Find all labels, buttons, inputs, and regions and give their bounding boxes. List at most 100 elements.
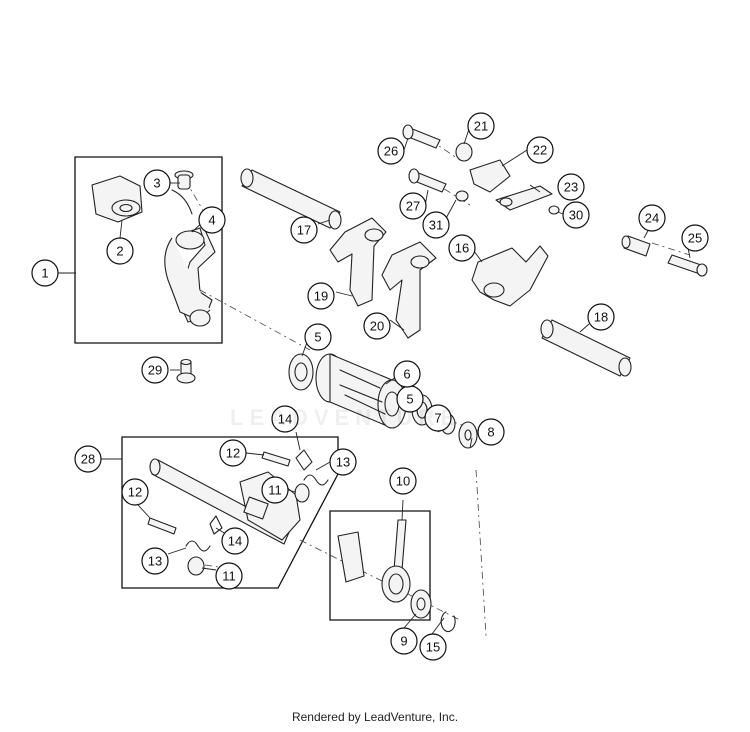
shift-lever-drawing (91, 175, 216, 327)
callout-27[interactable]: 27 (399, 192, 427, 220)
pin-12b-drawing (147, 517, 177, 535)
group-frame-shift-lever (74, 156, 223, 344)
callout-26[interactable]: 26 (377, 137, 405, 165)
callout-3-label: 3 (153, 176, 160, 191)
group-frame-locking-lever (329, 510, 431, 621)
callout-5b-label: 5 (406, 392, 413, 407)
callout-31[interactable]: 31 (422, 211, 450, 239)
callout-30-label: 30 (569, 208, 583, 223)
callout-11a[interactable]: 11 (261, 476, 289, 504)
callout-12b-label: 12 (128, 485, 142, 500)
callout-12a[interactable]: 12 (219, 439, 247, 467)
bushing-21-drawing (455, 142, 473, 162)
callout-2[interactable]: 2 (106, 237, 134, 265)
callout-10-label: 10 (396, 474, 410, 489)
group-frame-shift-shaft (121, 436, 339, 589)
callout-1-label: 1 (41, 266, 48, 281)
callout-13b-label: 13 (148, 554, 162, 569)
callout-2-label: 2 (116, 244, 123, 259)
callout-14a[interactable]: 14 (271, 405, 299, 433)
callout-3[interactable]: 3 (143, 169, 171, 197)
callout-22[interactable]: 22 (526, 136, 554, 164)
callout-28-label: 28 (81, 452, 95, 467)
callout-10[interactable]: 10 (389, 467, 417, 495)
roller-11a-drawing (294, 483, 310, 503)
callout-23-label: 23 (564, 180, 578, 195)
callout-6[interactable]: 6 (393, 360, 421, 388)
callout-19-label: 19 (314, 289, 328, 304)
callout-13b[interactable]: 13 (141, 547, 169, 575)
callout-20-label: 20 (370, 319, 384, 334)
callout-20[interactable]: 20 (363, 312, 391, 340)
callout-18[interactable]: 18 (587, 303, 615, 331)
callout-11b[interactable]: 11 (215, 562, 243, 590)
watermark-text: LEADVENTURE (230, 405, 462, 430)
callout-5a[interactable]: 5 (304, 323, 332, 351)
callout-22-label: 22 (533, 143, 547, 158)
washer-31-drawing (455, 190, 469, 202)
bolt-29-drawing (176, 358, 196, 384)
callout-30[interactable]: 30 (562, 201, 590, 229)
callout-12b[interactable]: 12 (121, 478, 149, 506)
callout-16-label: 16 (455, 241, 469, 256)
shift-fork-16-drawing (471, 245, 549, 307)
callout-19[interactable]: 19 (307, 282, 335, 310)
callout-7-label: 7 (434, 411, 441, 426)
callout-15-label: 15 (426, 640, 440, 655)
shift-rail-17-drawing (240, 168, 342, 230)
callout-12a-label: 12 (226, 446, 240, 461)
callout-1[interactable]: 1 (31, 259, 59, 287)
pin-12a-drawing (261, 451, 291, 467)
callout-7[interactable]: 7 (424, 404, 452, 432)
callout-5a-label: 5 (314, 330, 321, 345)
clip-14a-drawing (295, 449, 313, 471)
callout-13a-label: 13 (336, 455, 350, 470)
callout-16[interactable]: 16 (448, 234, 476, 262)
sleeve-24-drawing (621, 235, 651, 257)
washer-9-hole (416, 597, 426, 611)
lever-23-drawing (495, 185, 553, 211)
callout-29[interactable]: 29 (141, 356, 169, 384)
callout-11a-label: 11 (268, 483, 282, 498)
callout-4[interactable]: 4 (198, 206, 226, 234)
callout-25[interactable]: 25 (681, 224, 709, 252)
callout-23[interactable]: 23 (557, 173, 585, 201)
callout-11b-label: 11 (222, 569, 236, 584)
shift-fork-19-drawing (329, 217, 387, 307)
callout-21-label: 21 (474, 119, 488, 134)
callout-17[interactable]: 17 (290, 216, 318, 244)
bolt-27-drawing (408, 168, 447, 193)
callout-14b[interactable]: 14 (221, 527, 249, 555)
bolt-3-drawing (171, 170, 194, 215)
callout-14b-label: 14 (228, 534, 242, 549)
callout-9-label: 9 (400, 634, 407, 649)
callout-25-label: 25 (688, 231, 702, 246)
callout-8[interactable]: 8 (477, 418, 505, 446)
callout-28[interactable]: 28 (74, 445, 102, 473)
clip-14b-drawing (209, 515, 223, 535)
washer-8-hole (464, 429, 472, 441)
callout-24[interactable]: 24 (638, 204, 666, 232)
callout-14a-label: 14 (278, 412, 292, 427)
bolt-26-drawing (402, 124, 441, 149)
callout-6-label: 6 (403, 367, 410, 382)
callout-24-label: 24 (645, 211, 659, 226)
ratchet-22-drawing (469, 159, 511, 193)
callout-15[interactable]: 15 (419, 633, 447, 661)
callout-17-label: 17 (297, 223, 311, 238)
callout-18-label: 18 (594, 310, 608, 325)
bearing-5a-drawing (288, 353, 314, 391)
bolt-25-drawing (667, 254, 708, 277)
locking-lever-drawing (337, 519, 411, 603)
callout-9[interactable]: 9 (390, 627, 418, 655)
callout-21[interactable]: 21 (467, 112, 495, 140)
roller-11b-drawing (187, 556, 205, 576)
callout-4-label: 4 (208, 213, 215, 228)
callout-8-label: 8 (487, 425, 494, 440)
callout-13a[interactable]: 13 (329, 448, 357, 476)
circlip-15-drawing (440, 611, 456, 633)
shift-fork-20-drawing (381, 241, 437, 339)
spring-13a-drawing (303, 474, 329, 486)
spring-13b-drawing (185, 540, 211, 552)
